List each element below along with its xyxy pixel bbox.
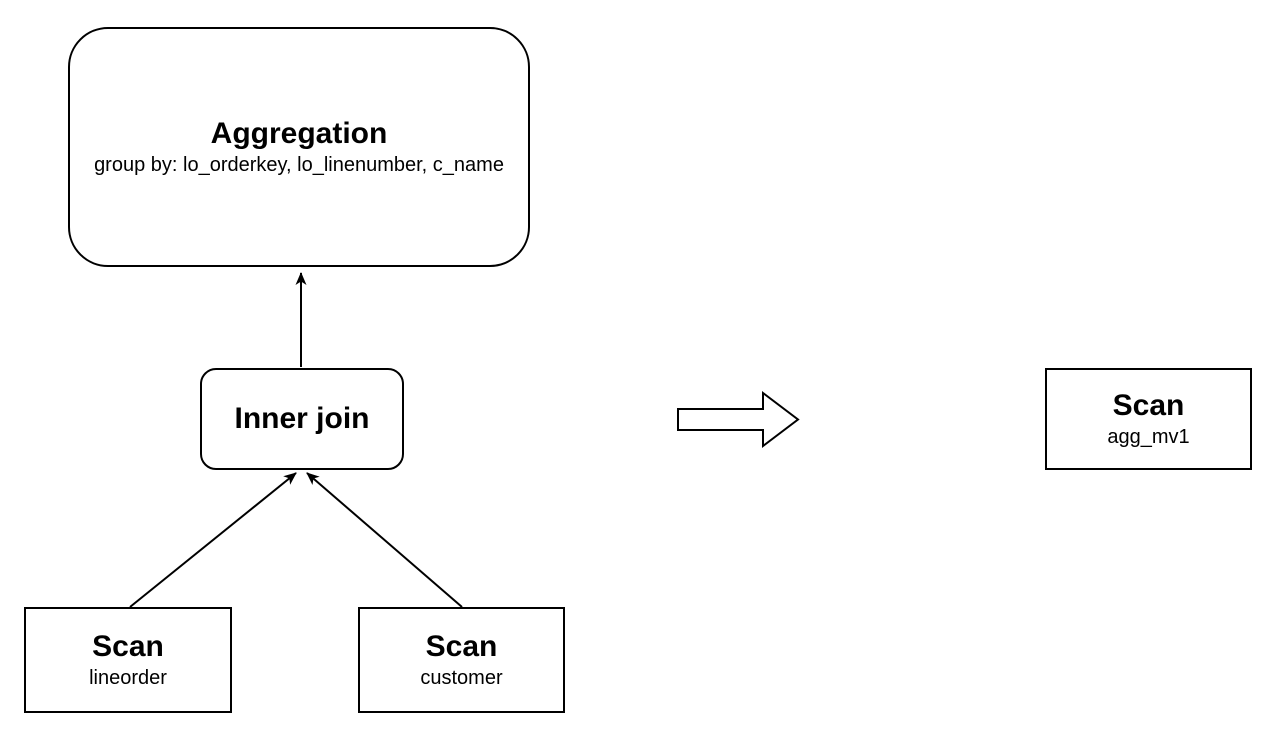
- edge-scanlineorder-to-innerjoin-arrow: [129, 472, 297, 608]
- node-inner-join-title: Inner join: [234, 402, 370, 435]
- node-scan-customer: Scan customer: [358, 607, 565, 713]
- node-scan-lineorder: Scan lineorder: [24, 607, 232, 713]
- node-scan-customer-title: Scan: [425, 630, 498, 663]
- node-scan-customer-table: customer: [420, 667, 503, 689]
- node-aggregation-title: Aggregation: [210, 117, 388, 150]
- edge-scancustomer-to-innerjoin-arrow: [306, 472, 463, 608]
- transform-arrow-icon: [677, 390, 800, 449]
- node-scan-agg-mv1-table: agg_mv1: [1107, 426, 1190, 448]
- node-scan-lineorder-table: lineorder: [89, 667, 167, 689]
- node-inner-join: Inner join: [200, 368, 404, 470]
- node-aggregation-groupby: group by: lo_orderkey, lo_linenumber, c_…: [94, 154, 504, 176]
- node-aggregation: Aggregation group by: lo_orderkey, lo_li…: [68, 27, 530, 267]
- node-scan-agg-mv1-title: Scan: [1112, 389, 1185, 422]
- node-scan-lineorder-title: Scan: [92, 630, 164, 663]
- node-scan-agg-mv1: Scan agg_mv1: [1045, 368, 1252, 470]
